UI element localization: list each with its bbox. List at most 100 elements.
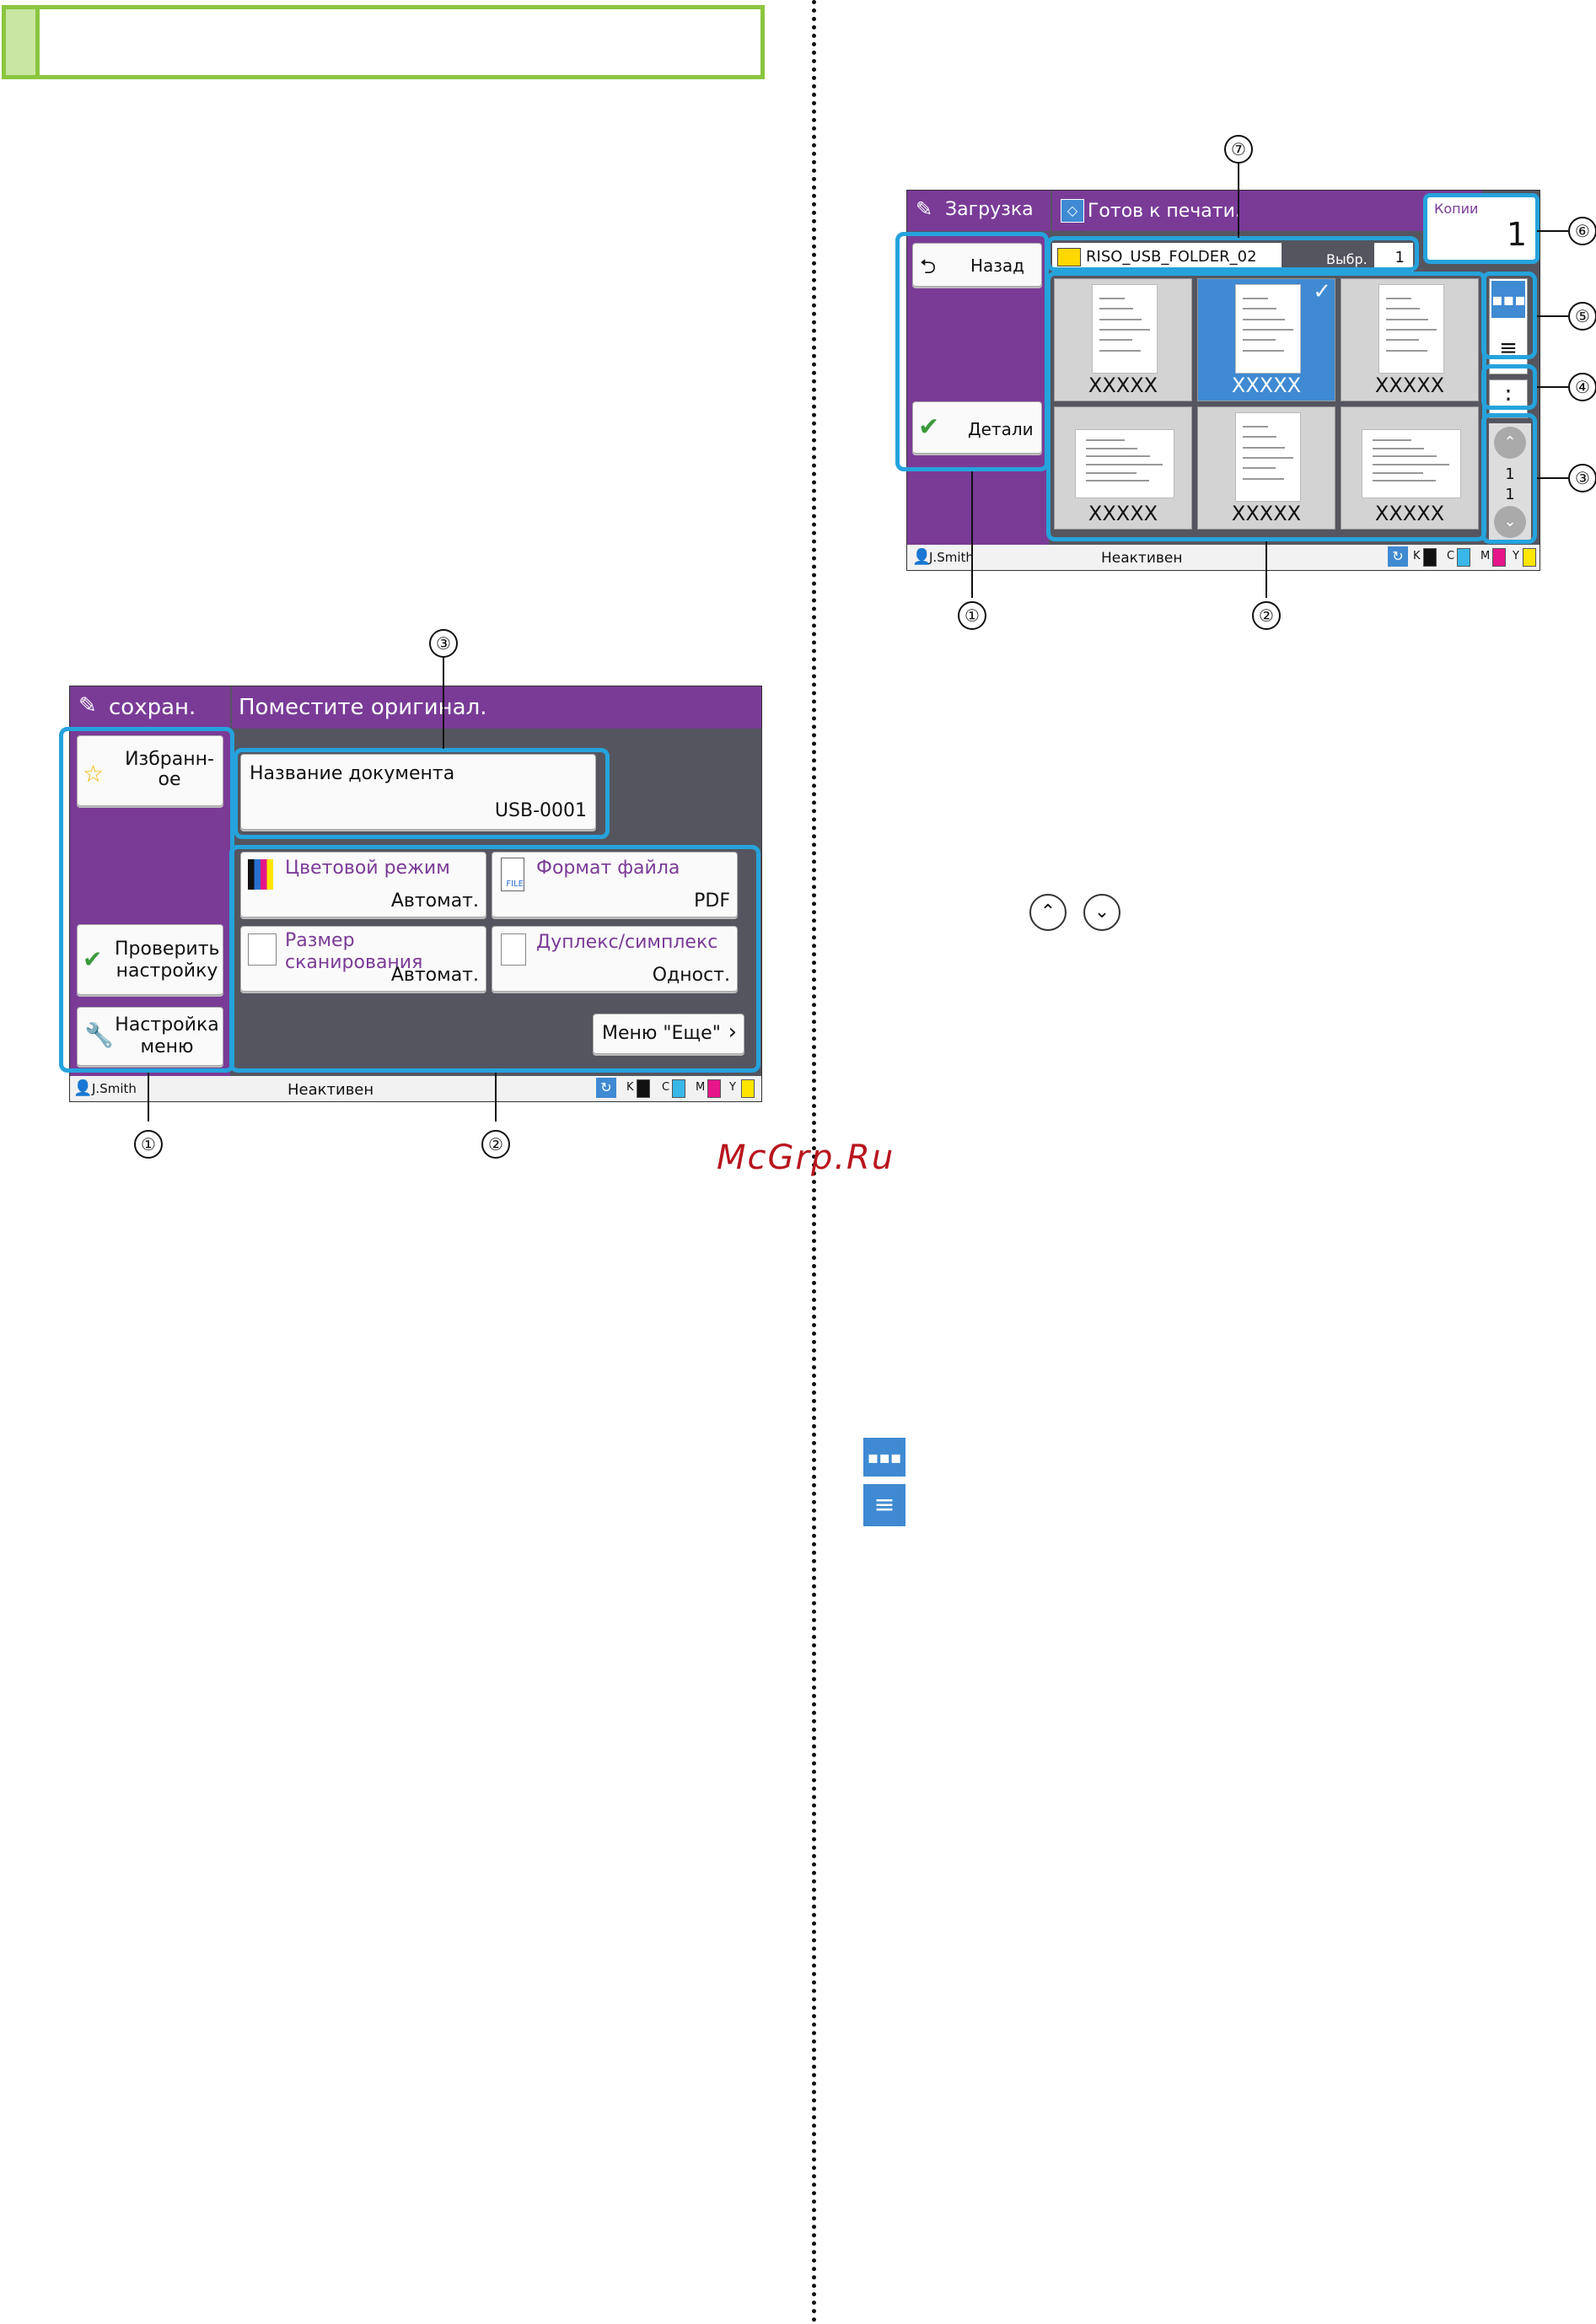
folder-icon (1057, 248, 1081, 266)
folder-bar: RISO_USB_FOLDER_02 Выбр. 1 (1052, 243, 1413, 272)
ink-c (672, 1079, 685, 1098)
details-button[interactable]: ✔ Детали (912, 401, 1042, 454)
save-mode-tab[interactable]: ✎ сохран. (70, 686, 230, 729)
callout-3-right: ③ (1568, 464, 1596, 492)
page-scroll: ⌃ 1 1 ⌄ (1489, 423, 1531, 541)
status-text: Неактивен (1101, 550, 1183, 567)
document-page-preview (1235, 284, 1301, 374)
thumbnail-item[interactable]: XXXXX (1197, 406, 1335, 530)
load-mode-tab[interactable]: ✎ Загрузка (907, 191, 1051, 231)
leader-6 (1537, 230, 1568, 232)
thumbnail-item[interactable]: ✓XXXXX (1197, 278, 1335, 401)
callout-7: ⑦ (1224, 135, 1253, 164)
details-label: Детали (968, 419, 1034, 439)
document-page-preview (1362, 429, 1461, 498)
user-icon: 👤 (73, 1079, 93, 1097)
ink-k (637, 1079, 650, 1098)
usb-icon: ✎ (78, 693, 97, 718)
color-mode-label: Цветовой режим (285, 858, 450, 879)
thumbnail-item[interactable]: XXXXX (1341, 406, 1479, 530)
ink-m-label: M (696, 1081, 706, 1094)
callout-5: ⑤ (1568, 302, 1596, 331)
check-settings-button[interactable]: ✔ Проверить настройку (77, 924, 223, 995)
callout-1-right: ① (958, 601, 986, 630)
page-scroll-highlight (1481, 413, 1537, 544)
copies-box[interactable]: Копии 1 (1423, 193, 1540, 264)
callout-4: ④ (1568, 373, 1596, 401)
doc-name-highlight (234, 748, 610, 839)
color-mode-tile[interactable]: Цветовой режим Автомат. (240, 852, 486, 917)
column-divider (812, 0, 816, 2324)
left-buttons-highlight (895, 232, 1049, 471)
thumbnail-label: XXXXX (1088, 502, 1158, 525)
check-settings-label: Проверить настройку (115, 939, 220, 982)
thumbnail-view-icon[interactable]: ▪▪▪ (1491, 281, 1526, 318)
document-page-preview (1378, 284, 1444, 374)
thumbnail-view-icon-legend: ▪▪▪ (863, 1438, 905, 1477)
load-message: Готов к печати. (1088, 201, 1241, 222)
check-icon: ✔ (83, 945, 103, 973)
document-page-preview (1092, 284, 1158, 374)
ink-y (741, 1079, 755, 1098)
thumbnail-label: XXXXX (1231, 374, 1302, 397)
copies-value: 1 (1506, 216, 1527, 253)
folder-name: RISO_USB_FOLDER_02 (1086, 248, 1257, 266)
scan-size-tile[interactable]: Размер сканирования Автомат. (240, 926, 486, 992)
scroll-down-icon: ⌄ (1083, 894, 1120, 931)
ink-k-label: K (1413, 550, 1421, 562)
ink-k (1423, 548, 1437, 567)
scan-size-label: Размер сканирования (285, 930, 423, 973)
scan-save-screen: ✎ сохран. Поместите оригинал. ☆ Избранн-… (69, 686, 762, 1102)
thumbnail-item[interactable]: XXXXX (1054, 406, 1192, 530)
page-up-icon[interactable]: ⌃ (1494, 427, 1526, 459)
callout-2-right: ② (1252, 601, 1281, 630)
folder-bar-highlight (1046, 236, 1419, 272)
user-name: J.Smith (92, 1081, 137, 1096)
more-menu-button[interactable]: Меню "Еще" › (593, 1014, 744, 1054)
ink-y-label: Y (1513, 550, 1519, 562)
document-name-label: Название документа (250, 763, 455, 784)
favorites-button[interactable]: ☆ Избранн- ое (77, 735, 223, 806)
selected-count: 1 (1394, 249, 1405, 266)
chevron-right-icon: › (728, 1019, 737, 1045)
file-format-tile[interactable]: FILE Формат файла PDF (492, 852, 738, 917)
menu-settings-label: Настройка меню (115, 1014, 219, 1057)
load-status-bar: 👤 J.Smith Неактивен ↻ K C M Y (907, 545, 1540, 570)
more-menu-label: Меню "Еще" (602, 1023, 721, 1044)
leader-1-right (971, 471, 973, 598)
left-buttons-highlight-save (59, 727, 234, 1073)
thumbnail-label: XXXXX (1088, 374, 1158, 397)
file-format-icon: FILE (501, 858, 524, 891)
duplex-value: Одност. (652, 965, 730, 986)
document-page-preview (1075, 429, 1174, 498)
ink-c (1457, 548, 1470, 567)
ink-y-label: Y (729, 1081, 736, 1094)
thumbnail-label: XXXXX (1374, 374, 1445, 397)
duplex-label: Дуплекс/симплекс (536, 932, 718, 953)
document-name-field[interactable]: Название документа USB-0001 (240, 754, 596, 830)
menu-settings-button[interactable]: 🔧 Настройка меню (77, 1007, 223, 1066)
leader-1-left (148, 1073, 149, 1122)
save-status-bar: 👤 J.Smith Неактивен ↻ K C M Y (70, 1076, 761, 1101)
thumbnail-item[interactable]: XXXXX (1054, 278, 1192, 401)
leader-2-right (1266, 541, 1267, 598)
back-arrow-icon: ⮌ (920, 255, 937, 278)
leader-3-right (1537, 477, 1568, 479)
ink-c-label: C (1447, 550, 1455, 562)
list-view-icon[interactable]: ≡ (1499, 336, 1518, 361)
thumbnail-item[interactable]: XXXXX (1341, 278, 1479, 401)
ink-y (1523, 548, 1536, 567)
document-page-preview (1235, 412, 1301, 502)
file-format-value: PDF (694, 890, 730, 912)
user-icon: 👤 (912, 548, 932, 566)
heading-tab (6, 9, 40, 75)
back-button[interactable]: ⮌ Назад (912, 243, 1042, 287)
scan-size-icon (248, 933, 277, 966)
details-check-icon: ✔ (918, 412, 940, 442)
duplex-tile[interactable]: Дуплекс/симплекс Одност. (492, 926, 738, 992)
page-down-icon[interactable]: ⌄ (1494, 506, 1526, 538)
ink-m (1492, 548, 1506, 567)
wrench-icon: 🔧 (84, 1021, 114, 1049)
callout-2-left: ② (481, 1130, 510, 1159)
